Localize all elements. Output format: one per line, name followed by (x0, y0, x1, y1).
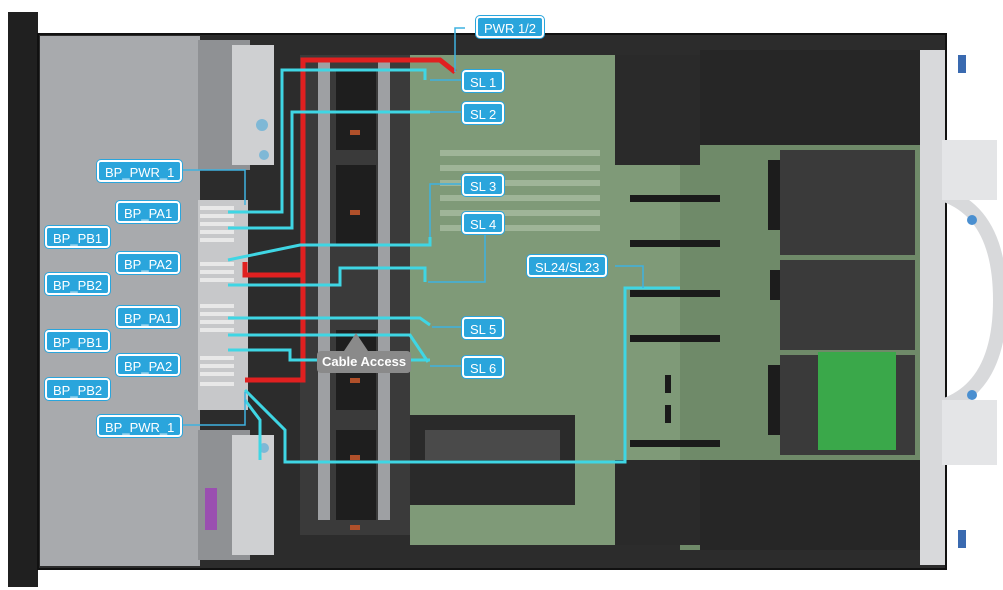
rear-rail (920, 50, 945, 565)
label-sl4: SL 4 (462, 212, 505, 234)
cable-access-label: Cable Access (317, 351, 412, 373)
label-bp-pb2-a: BP_PB2 (45, 273, 111, 295)
rear-tab-bottom (958, 530, 966, 548)
label-bp-pb1-b: BP_PB1 (45, 330, 111, 352)
label-sl6: SL 6 (462, 356, 505, 378)
label-sl5: SL 5 (462, 317, 505, 339)
rear-screw-bottom (967, 390, 977, 400)
rear-handle (942, 188, 1003, 412)
rear-tab-top (958, 55, 966, 73)
pcie-slots (630, 195, 720, 447)
screw-top (256, 119, 268, 131)
riser-card-middle (780, 260, 915, 350)
psu-top (700, 50, 920, 145)
purple-tab (205, 488, 217, 530)
label-bp-pa1-b: BP_PA1 (116, 306, 181, 328)
rear-screw-top (967, 215, 977, 225)
rear-handle-top (942, 140, 997, 200)
label-sl1: SL 1 (462, 70, 505, 92)
psu-bottom (700, 460, 920, 550)
label-bp-pa1-a: BP_PA1 (116, 201, 181, 223)
heatsink-fins (425, 430, 560, 460)
label-bp-pa2-a: BP_PA2 (116, 252, 181, 274)
power-cables (242, 57, 457, 383)
latch-top (232, 45, 274, 165)
front-bezel (8, 12, 38, 587)
label-bp-pwr-1-top: BP_PWR_1 (97, 160, 183, 182)
fan-connectors (350, 130, 360, 530)
label-pwr-1-2: PWR 1/2 (476, 16, 545, 38)
riser-connectors (768, 160, 780, 435)
label-sl2: SL 2 (462, 102, 505, 124)
riser-card-upper (780, 150, 915, 255)
label-sl24-sl23: SL24/SL23 (527, 255, 608, 277)
riser-block-top (615, 55, 700, 165)
screw-top-2 (259, 150, 269, 160)
latch-bottom (232, 435, 274, 555)
rear-handle-bottom (942, 400, 997, 465)
label-bp-pb2-b: BP_PB2 (45, 378, 111, 400)
fan-rail-left (318, 60, 330, 520)
green-card (818, 352, 896, 450)
cable-access-arrow-icon (344, 333, 368, 351)
drive-bay-area (40, 36, 200, 566)
label-sl3: SL 3 (462, 174, 505, 196)
connector-ribs (200, 206, 234, 386)
riser-block-bottom (615, 460, 700, 545)
fan-rail-right (378, 60, 390, 520)
label-bp-pwr-1-bottom: BP_PWR_1 (97, 415, 183, 437)
dimm-slots (440, 150, 600, 231)
leader-lines (178, 27, 644, 426)
label-bp-pa2-b: BP_PA2 (116, 354, 181, 376)
label-bp-pb1-a: BP_PB1 (45, 226, 111, 248)
signal-cables (227, 68, 680, 464)
